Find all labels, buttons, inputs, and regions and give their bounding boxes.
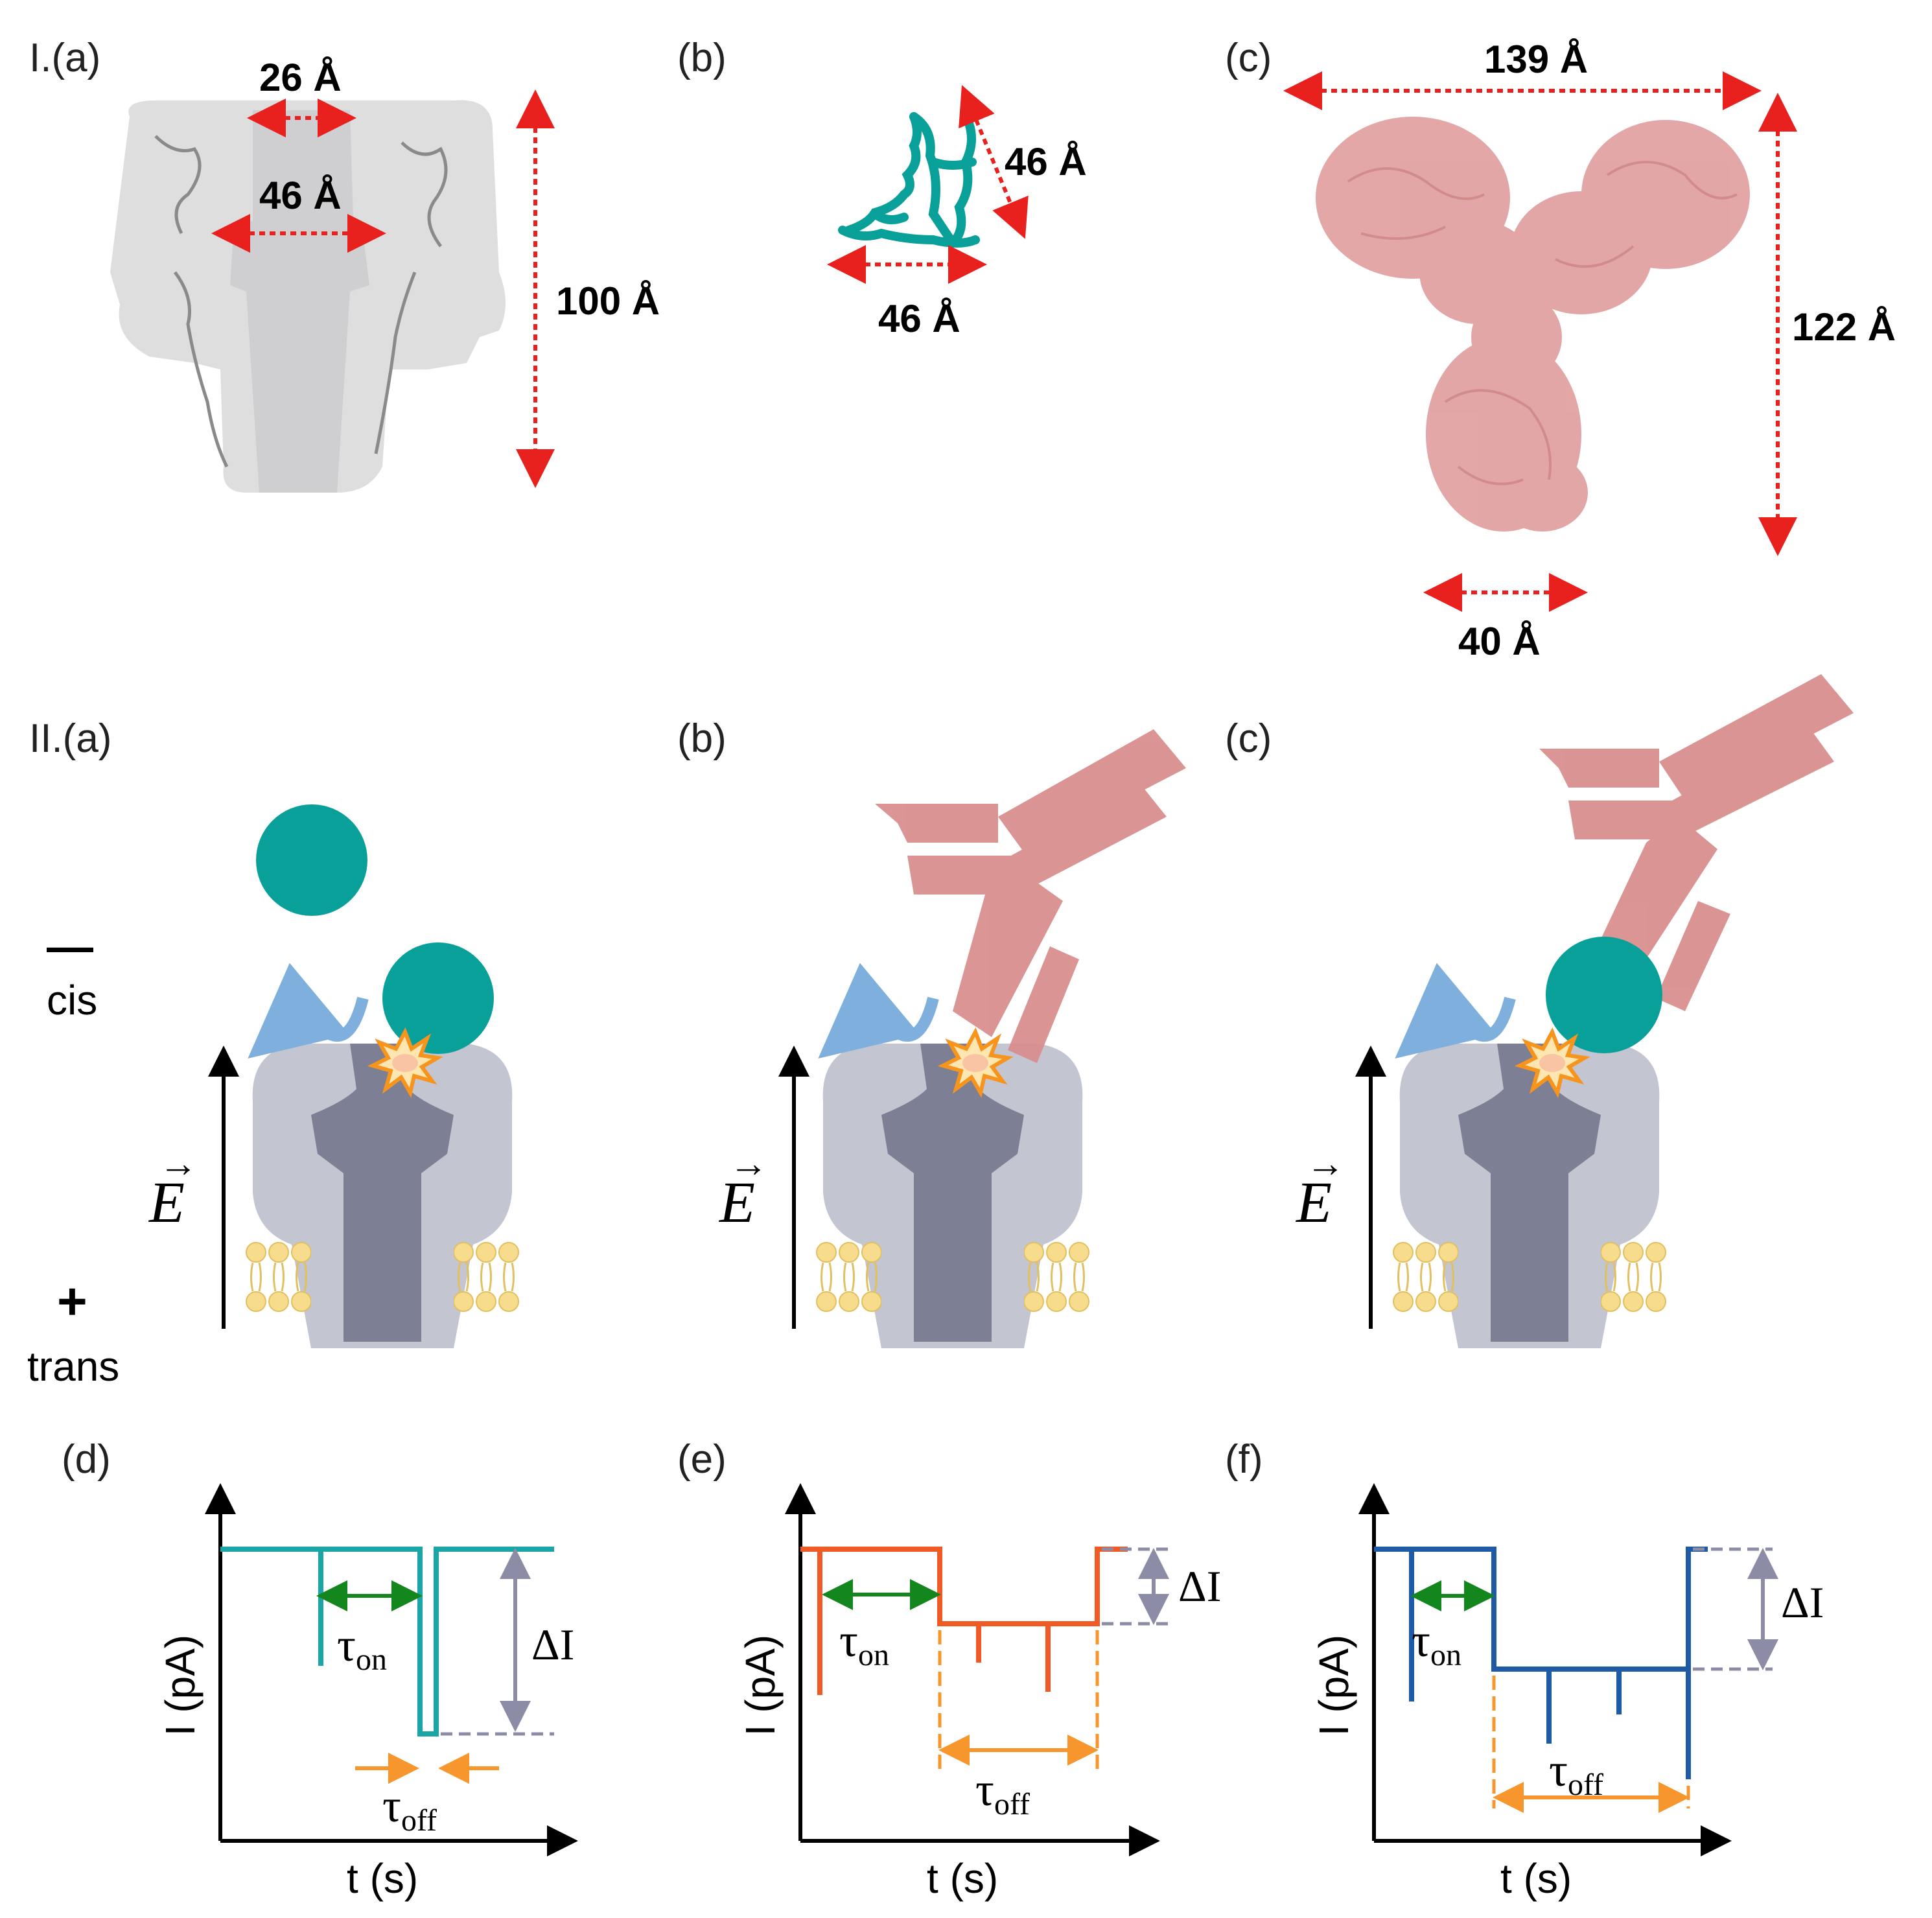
panel-label-IIc: (c)	[1225, 716, 1272, 761]
field-vector-arrow-a: →	[159, 1142, 198, 1185]
trace-d: τon τoff ΔI t (s) I (pA)	[157, 1483, 578, 1902]
dim-antibody-width: 139 Å	[1484, 38, 1588, 81]
panel-label-d: (d)	[62, 1437, 111, 1482]
ylabel-e: I (pA)	[737, 1635, 784, 1736]
dim-protein-bottom: 46 Å	[878, 297, 960, 340]
field-vector-arrow-c: →	[1306, 1142, 1345, 1185]
field-symbol-a: E	[148, 1171, 185, 1235]
protein-bound-c	[1546, 937, 1662, 1053]
panel-label-e: (e)	[677, 1437, 727, 1482]
panel-label-IIb: (b)	[677, 716, 727, 761]
scheme-b: E →	[718, 729, 1186, 1348]
delta-i-d: ΔI	[531, 1620, 574, 1669]
xlabel-e: t (s)	[927, 1855, 998, 1902]
dim-protein-side: 46 Å	[1005, 140, 1087, 183]
protein-ribbon	[838, 112, 980, 248]
panel-label-Ic: (c)	[1225, 36, 1272, 80]
trace-e: τon τoff ΔI t (s) I (pA)	[737, 1483, 1221, 1902]
dim-pore-vestibule: 46 Å	[259, 174, 342, 217]
nanopore-structure	[110, 100, 506, 493]
dim-pore-top: 26 Å	[259, 56, 342, 99]
field-symbol-b: E	[718, 1171, 755, 1235]
ylabel-f: I (pA)	[1310, 1635, 1357, 1736]
scheme-c: E →	[1295, 674, 1854, 1348]
xlabel-f: t (s)	[1500, 1855, 1572, 1902]
panel-label-Ib: (b)	[677, 36, 727, 80]
antibody-b	[875, 729, 1186, 1063]
cis-label: cis	[47, 977, 97, 1023]
protein-bound	[382, 942, 494, 1054]
field-symbol-c: E	[1295, 1171, 1332, 1235]
current-trace-f	[1374, 1547, 1708, 1779]
scheme-a: E →	[148, 804, 518, 1348]
delta-i-e: ΔI	[1178, 1561, 1221, 1611]
dim-antibody-stem: 40 Å	[1458, 620, 1541, 663]
tau-off-d: τoff	[382, 1780, 437, 1838]
antibody-c	[1539, 674, 1854, 1011]
protein-free	[256, 804, 367, 916]
current-trace-e	[800, 1547, 1128, 1695]
trans-sign: +	[57, 1272, 87, 1330]
tau-off-f: τoff	[1549, 1744, 1603, 1802]
dim-antibody-height: 122 Å	[1792, 305, 1896, 349]
panel-label-f: (f)	[1225, 1437, 1263, 1482]
tau-on-e: τon	[839, 1615, 889, 1672]
trace-f: τon τoff ΔI t (s) I (pA)	[1310, 1483, 1824, 1902]
tau-on-f: τon	[1412, 1615, 1461, 1672]
tau-off-e: τoff	[975, 1764, 1030, 1821]
cis-sign: —	[47, 921, 93, 973]
current-trace-d	[220, 1547, 554, 1737]
dim-pore-height: 100 Å	[556, 279, 660, 323]
field-vector-arrow-b: →	[729, 1142, 768, 1185]
delta-i-f: ΔI	[1781, 1578, 1824, 1627]
tau-on-d: τon	[337, 1619, 387, 1677]
xlabel-d: t (s)	[347, 1855, 418, 1902]
panel-label-IIa: II.(a)	[29, 716, 111, 761]
panel-label-Ia: I.(a)	[29, 36, 100, 80]
ylabel-d: I (pA)	[157, 1635, 204, 1736]
antibody-structure	[1316, 117, 1750, 532]
trans-label: trans	[27, 1343, 119, 1390]
